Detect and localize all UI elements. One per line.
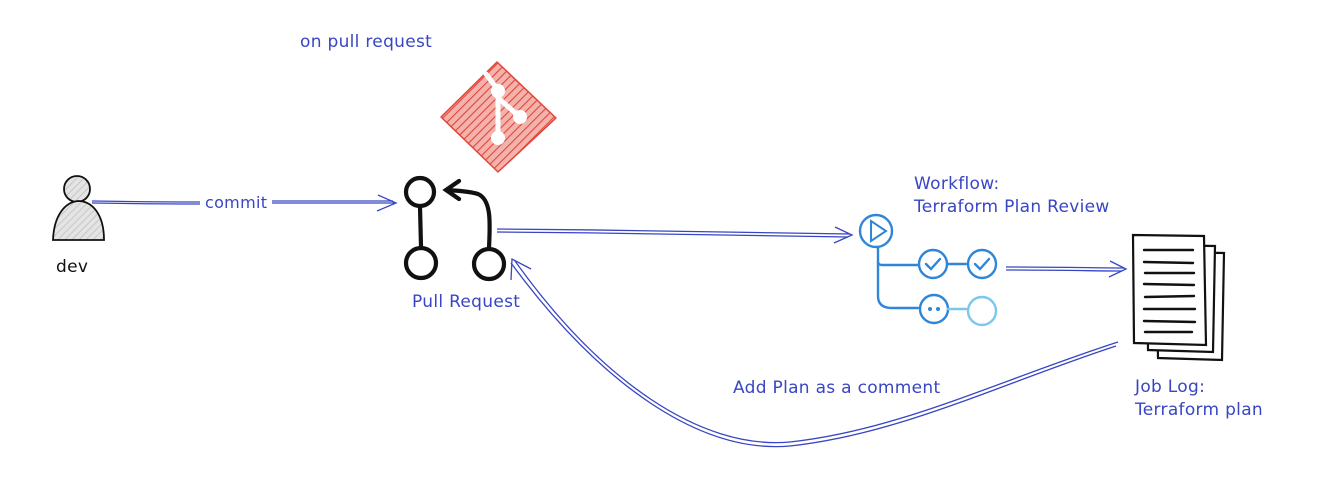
trigger-label: on pull request [300,32,433,52]
workflow-label-line1: Workflow: [914,174,1000,194]
commit-label: commit [205,193,268,212]
commit-arrow [91,194,398,212]
pr-to-workflow-arrow [496,226,854,244]
comment-label: Add Plan as a comment [733,378,941,398]
pull-request-icon [403,175,507,282]
workflow-label-line2: Terraform Plan Review [914,197,1110,217]
comment-arrow [510,257,1119,448]
job-log-label-line1: Job Log: [1135,377,1206,397]
workflow-to-log-arrow [1005,260,1128,278]
git-logo-icon [440,61,557,173]
workflow-icon [858,213,998,327]
pull-request-label: Pull Request [412,292,521,312]
person-icon [52,175,105,241]
document-stack-icon [1131,233,1226,362]
actor-label: dev [56,257,89,277]
job-log-label-line2: Terraform plan [1135,400,1263,420]
